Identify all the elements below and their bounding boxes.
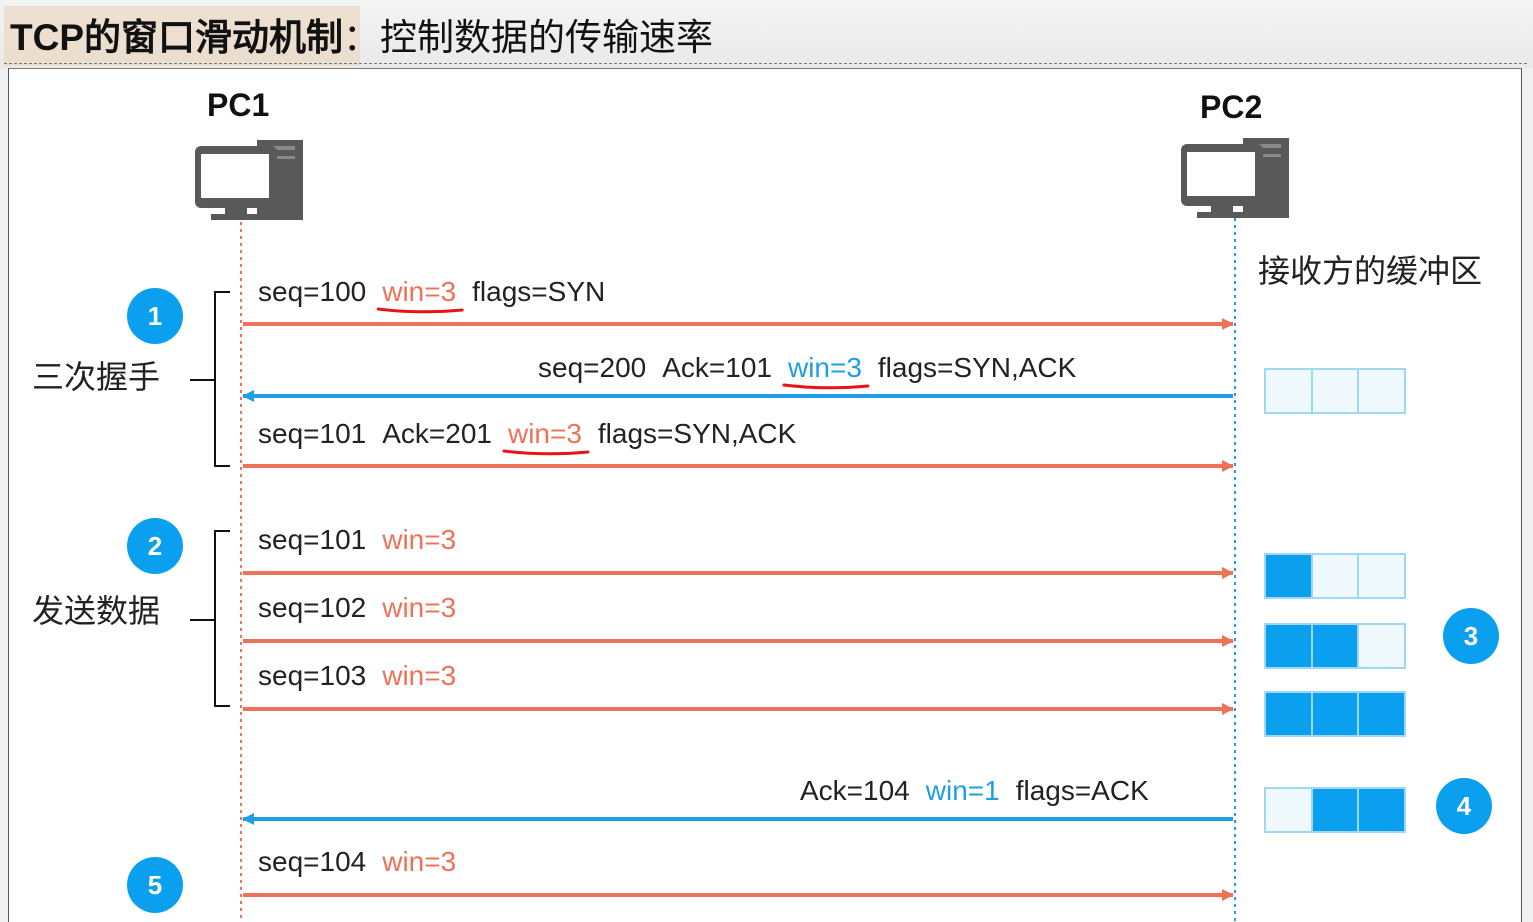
message-part: seq=101 [258, 524, 366, 555]
message-part: seq=200 [538, 352, 646, 383]
step-badge-5: 5 [127, 857, 183, 913]
message-label-4: seq=101 win=3 [258, 523, 456, 557]
buffer-slot-filled [1313, 789, 1360, 831]
send-brace [190, 531, 230, 706]
buffer-slot-empty [1313, 555, 1360, 597]
message-part: win=3 [508, 418, 582, 449]
message-part: Ack=104 [800, 775, 910, 806]
buffer-slot-filled [1313, 625, 1360, 667]
buffer-slot-empty [1266, 789, 1313, 831]
message-part: flags=SYN,ACK [598, 418, 796, 449]
message-part: win=1 [926, 775, 1000, 806]
message-label-2: seq=200 Ack=101 win=3 flags=SYN,ACK [538, 351, 1076, 385]
emphasis-underline-2 [784, 385, 868, 388]
buffer-slot-filled [1266, 555, 1313, 597]
buffer-5 [1264, 787, 1406, 833]
message-part: win=3 [382, 276, 456, 307]
buffer-slot-filled [1359, 789, 1404, 831]
buffer-slot-filled [1313, 693, 1360, 735]
handshake-brace [190, 292, 230, 466]
buffer-slot-empty [1359, 555, 1404, 597]
step-badge-1: 1 [127, 288, 183, 344]
step-badge-4: 4 [1436, 778, 1492, 834]
message-part: seq=100 [258, 276, 366, 307]
step-badge-2: 2 [127, 518, 183, 574]
message-part: flags=SYN [472, 276, 605, 307]
pc2-computer-icon [1181, 138, 1289, 218]
pc2-label: PC2 [1200, 90, 1262, 124]
buffer-1 [1264, 368, 1406, 414]
message-part: seq=104 [258, 846, 366, 877]
send-label: 发送数据 [32, 594, 160, 628]
message-label-5: seq=102 win=3 [258, 591, 456, 625]
step-badge-3: 3 [1443, 608, 1499, 664]
handshake-label: 三次握手 [32, 360, 160, 394]
message-label-3: seq=101 Ack=201 win=3 flags=SYN,ACK [258, 417, 796, 451]
message-part: win=3 [382, 846, 456, 877]
message-part: win=3 [382, 524, 456, 555]
emphasis-underline-1 [378, 309, 462, 312]
pc1-computer-icon [195, 140, 303, 220]
message-part: win=3 [382, 660, 456, 691]
emphasis-underline-3 [504, 451, 588, 454]
buffer-2 [1264, 553, 1406, 599]
message-label-7: Ack=104 win=1 flags=ACK [800, 774, 1149, 808]
message-part: Ack=201 [382, 418, 492, 449]
message-label-8: seq=104 win=3 [258, 845, 456, 879]
pc1-label: PC1 [207, 88, 269, 122]
buffer-slot-empty [1359, 370, 1404, 412]
message-part: Ack=101 [662, 352, 772, 383]
message-label-1: seq=100 win=3 flags=SYN [258, 275, 605, 309]
message-part: seq=103 [258, 660, 366, 691]
buffer-slot-filled [1266, 693, 1313, 735]
message-label-6: seq=103 win=3 [258, 659, 456, 693]
buffer-3 [1264, 623, 1406, 669]
buffer-slot-empty [1266, 370, 1313, 412]
message-part: win=3 [788, 352, 862, 383]
buffer-slot-empty [1359, 625, 1404, 667]
buffer-slot-filled [1359, 693, 1404, 735]
message-part: seq=102 [258, 592, 366, 623]
buffer-4 [1264, 691, 1406, 737]
message-part: win=3 [382, 592, 456, 623]
buffer-slot-filled [1266, 625, 1313, 667]
buffer-slot-empty [1313, 370, 1360, 412]
message-part: flags=ACK [1016, 775, 1149, 806]
buffer-label: 接收方的缓冲区 [1258, 254, 1482, 288]
message-part: seq=101 [258, 418, 366, 449]
message-part: flags=SYN,ACK [878, 352, 1076, 383]
